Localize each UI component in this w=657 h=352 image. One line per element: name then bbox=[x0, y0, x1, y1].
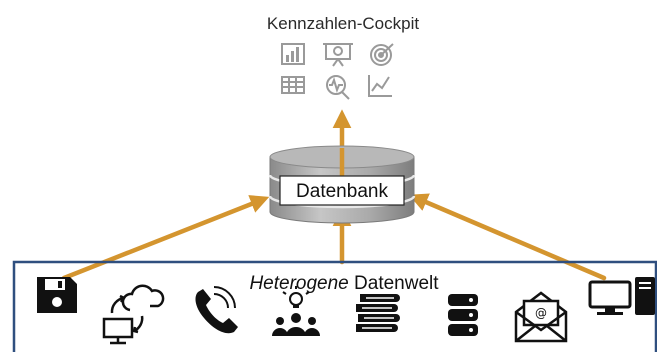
svg-text:@: @ bbox=[535, 306, 547, 320]
desktop-computer-icon bbox=[588, 277, 655, 315]
cloud-sync-icon bbox=[102, 284, 165, 345]
table-icon bbox=[281, 76, 305, 94]
floppy-disk-icon bbox=[37, 277, 77, 313]
database-label-box bbox=[279, 175, 405, 206]
cockpit-icons bbox=[281, 43, 394, 100]
team-idea-icon bbox=[272, 286, 320, 336]
data-world-title-rest: Datenwelt bbox=[349, 273, 439, 294]
arrow-from-right bbox=[408, 193, 607, 281]
email-icon: @ bbox=[514, 291, 568, 343]
data-world-title: Heterogene Datenwelt bbox=[249, 273, 439, 294]
phone-icon bbox=[195, 286, 238, 334]
data-world-frame bbox=[12, 260, 657, 352]
bar-chart-icon bbox=[281, 43, 305, 65]
books-icon bbox=[356, 294, 400, 332]
line-chart-icon bbox=[368, 75, 392, 97]
data-world-title-italic: Heterogene bbox=[249, 273, 348, 294]
arrow-from-left bbox=[61, 195, 270, 281]
presentation-icon bbox=[323, 43, 353, 67]
magnifier-pulse-icon bbox=[326, 75, 350, 100]
database-label: Datenbank bbox=[296, 181, 388, 202]
database-stack-icon bbox=[448, 294, 478, 336]
cockpit-title: Kennzahlen-Cockpit bbox=[267, 14, 419, 33]
target-icon bbox=[370, 43, 394, 66]
